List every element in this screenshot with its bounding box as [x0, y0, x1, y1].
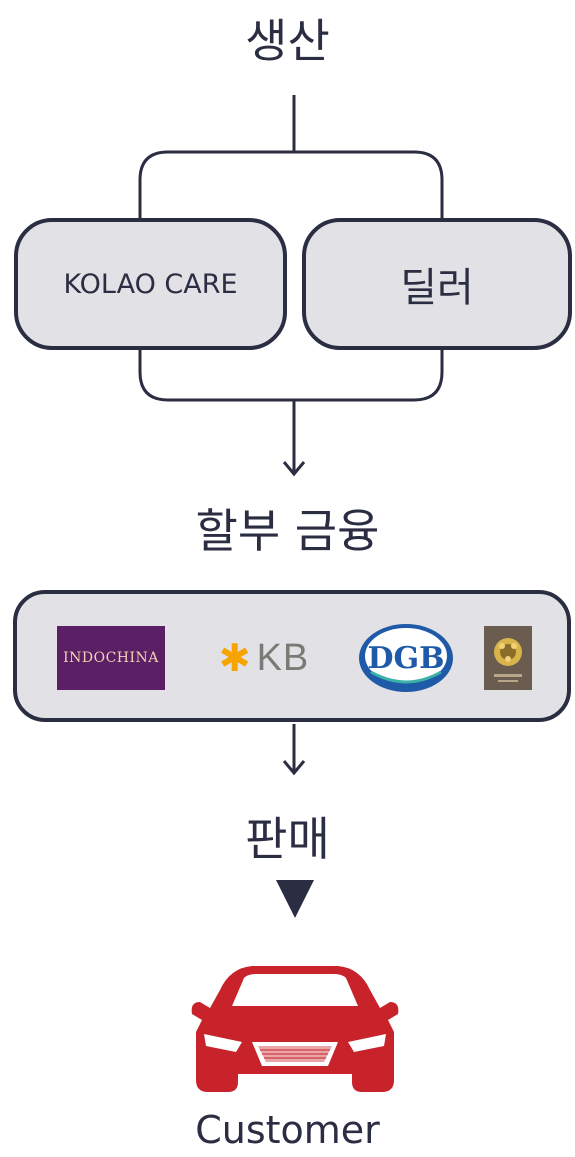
heading-installment-finance: 할부 금융 [195, 504, 380, 558]
node-dealer-label: 딜러 [400, 265, 474, 311]
arrow-down-icon [282, 461, 306, 477]
node-kolao-care: KOLAO CARE [14, 218, 287, 350]
heading-production: 생산 [245, 14, 330, 68]
bank-emblem-logo [484, 626, 532, 690]
customer-label: Customer [195, 1108, 380, 1152]
connector-lower-bracket [138, 350, 444, 402]
finance-partners-box: INDOCHINA ✱ KB DGB [13, 590, 571, 722]
dgb-badge-icon: DGB [359, 624, 453, 692]
indochina-bank-logo: INDOCHINA [57, 626, 165, 690]
heading-sales: 판매 [245, 812, 330, 866]
emblem-icon [484, 626, 532, 690]
kb-bank-logo: ✱ KB [189, 630, 339, 686]
car-front-icon [191, 966, 399, 1092]
kb-star-icon: ✱ [218, 636, 251, 680]
indochina-bank-logo-text: INDOCHINA [63, 650, 159, 666]
node-dealer: 딜러 [302, 218, 572, 350]
triangle-down-icon [276, 880, 314, 918]
dgb-bank-logo-text: DGB [368, 641, 445, 676]
node-kolao-care-label: KOLAO CARE [63, 268, 238, 300]
kb-bank-logo-text: KB [256, 636, 310, 679]
dgb-bank-logo: DGB [357, 622, 455, 694]
arrow-down-icon [282, 760, 306, 776]
connector-upper-bracket [138, 150, 444, 218]
